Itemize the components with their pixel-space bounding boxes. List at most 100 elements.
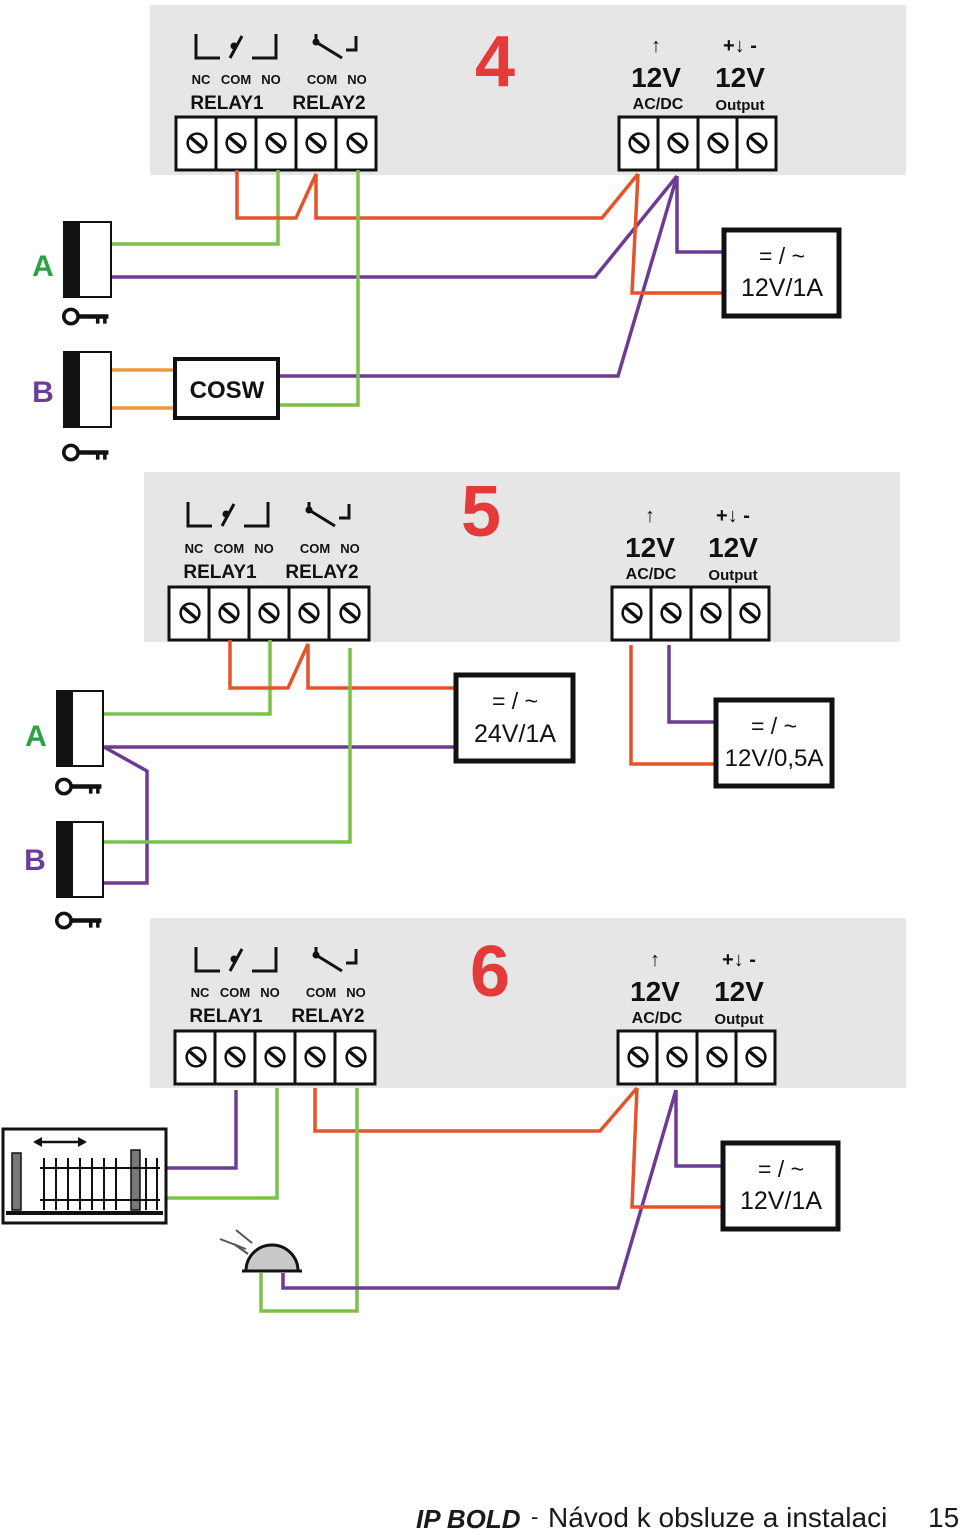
label-relay1: RELAY1 (183, 562, 257, 583)
green-wire (279, 170, 360, 407)
screw-icon (345, 131, 369, 155)
arrow-up-icon: ↑ (645, 505, 655, 527)
purple-wire (103, 745, 149, 885)
screw-icon (620, 601, 644, 625)
label-12v-in: 12V (630, 976, 680, 1007)
green-wire (104, 640, 272, 716)
cosw-label: COSW (190, 377, 265, 404)
screw-icon (303, 1045, 327, 1069)
screw-icon (745, 131, 769, 155)
red-wire (235, 170, 640, 220)
screw-icon (338, 601, 362, 625)
label-no: NO (260, 985, 280, 1000)
screw-icon (626, 1045, 650, 1069)
cosw-module (173, 357, 280, 420)
label-acdc: AC/DC (633, 96, 684, 113)
label-com: COM (220, 985, 250, 1000)
warning-lamp-icon (219, 1229, 302, 1273)
label-nc: NC (191, 985, 210, 1000)
label-a: A (32, 250, 54, 283)
label-12v-out: 12V (714, 976, 764, 1007)
screw-icon (178, 601, 202, 625)
diagram-number: 5 (461, 472, 501, 552)
label-acdc: AC/DC (626, 566, 677, 583)
label-nc: NC (185, 541, 204, 556)
screw-icon (217, 601, 241, 625)
label-no: NO (346, 985, 366, 1000)
wiring-diagram-canvas: NC COM NO COM NO RELAY1 RELAY2 4 ↑ 12V A… (1, 5, 906, 1313)
label-relay2: RELAY2 (292, 93, 365, 114)
label-no: NO (261, 72, 281, 87)
screw-icon (699, 601, 723, 625)
label-relay2: RELAY2 (285, 562, 358, 583)
screw-icon (224, 131, 248, 155)
purple-wire (167, 1090, 238, 1170)
screw-icon (665, 1045, 689, 1069)
psu-rating: 12V/1A (740, 1187, 822, 1215)
purple-wire (674, 1090, 722, 1168)
power-supply-box (721, 227, 842, 319)
footer-separator: - (531, 1504, 539, 1529)
label-relay1: RELAY1 (190, 93, 264, 114)
screw-icon (738, 601, 762, 625)
screw-icon (257, 601, 281, 625)
label-12v-in: 12V (625, 532, 675, 563)
purple-wire (281, 1089, 678, 1290)
label-12v-out: 12V (715, 62, 765, 93)
red-wire (313, 1086, 639, 1133)
screw-icon (304, 131, 328, 155)
key-icon (64, 445, 109, 459)
key-icon (64, 309, 109, 323)
label-no: NO (254, 541, 274, 556)
screw-icon (744, 1045, 768, 1069)
green-wire (259, 1088, 359, 1313)
label-b: B (24, 844, 46, 877)
green-wire (167, 1088, 279, 1200)
footer-title: Návod k obsluze a instalaci (548, 1502, 888, 1533)
psu-symbol: = / ~ (759, 243, 805, 269)
label-relay1: RELAY1 (189, 1006, 263, 1027)
label-no: NO (340, 541, 360, 556)
key-icon (57, 913, 102, 927)
red-wire (630, 173, 723, 295)
label-com: COM (307, 72, 337, 87)
screw-icon (659, 601, 683, 625)
label-com: COM (221, 72, 251, 87)
screw-icon (706, 131, 730, 155)
gate-icon (1, 1127, 168, 1225)
reader-body (57, 822, 73, 897)
label-nc: NC (192, 72, 211, 87)
arrow-up-icon: ↑ (650, 949, 660, 971)
label-output: Output (714, 1011, 763, 1028)
footer-brand: IP BOLD (416, 1504, 521, 1534)
key-icon (57, 779, 102, 793)
diagram-5: NC COM NO COM NO RELAY1 RELAY2 5 ↑ 12V A… (24, 472, 900, 928)
reader-body (57, 691, 73, 766)
diagram-number: 4 (475, 22, 515, 102)
label-12v-out: 12V (708, 532, 758, 563)
screw-icon (263, 1045, 287, 1069)
psu-rating: 12V/1A (741, 274, 823, 302)
green-wire (112, 170, 280, 246)
screw-icon (185, 131, 209, 155)
power-supply-box (453, 672, 576, 764)
label-output-polarity: +↓ - (722, 949, 756, 971)
label-output: Output (708, 567, 757, 584)
label-com: COM (300, 541, 330, 556)
psu-symbol: = / ~ (751, 713, 797, 739)
psu-rating: 24V/1A (474, 720, 556, 748)
purple-wire (279, 175, 679, 378)
screw-icon (705, 1045, 729, 1069)
psu-symbol: = / ~ (492, 688, 538, 714)
page-number: 15 (928, 1502, 960, 1533)
psu-rating: 12V/0,5A (725, 745, 824, 772)
label-acdc: AC/DC (632, 1010, 683, 1027)
label-12v-in: 12V (631, 62, 681, 93)
label-com: COM (214, 541, 244, 556)
power-supply-box-small (713, 697, 835, 789)
label-no: NO (347, 72, 367, 87)
screw-icon (184, 1045, 208, 1069)
screw-icon (627, 131, 651, 155)
red-wire (630, 1087, 722, 1209)
red-wire (228, 640, 456, 690)
